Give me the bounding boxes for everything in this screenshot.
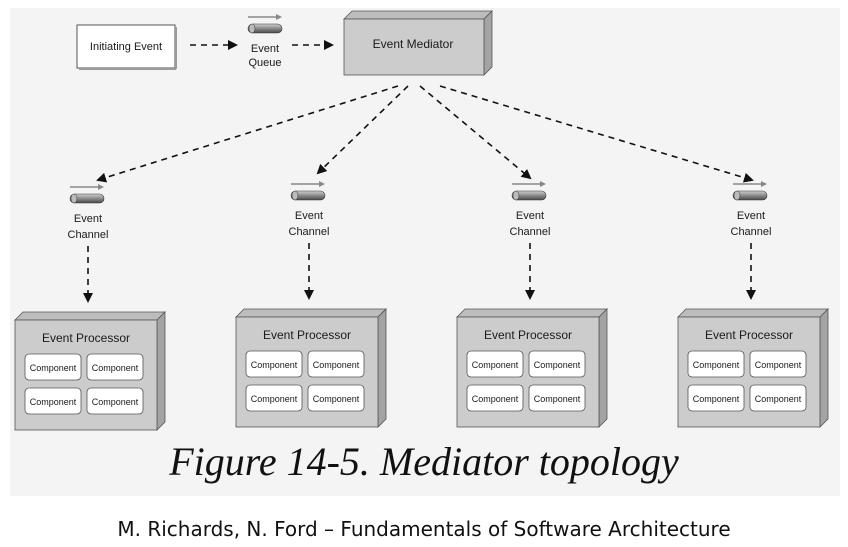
component-box: Component bbox=[86, 353, 144, 381]
event-channel-label-line2: Channel bbox=[510, 226, 551, 238]
component-box: Component bbox=[749, 384, 807, 412]
initiating-event-node: Initiating Event bbox=[76, 24, 177, 70]
component-label: Component bbox=[92, 397, 139, 407]
event-mediator-label: Event Mediator bbox=[373, 37, 454, 51]
component-box: Component bbox=[307, 350, 365, 378]
component-label: Component bbox=[251, 360, 298, 370]
component-box: Component bbox=[528, 350, 586, 378]
component-label: Component bbox=[30, 397, 77, 407]
event-processor-title: Event Processor bbox=[263, 328, 351, 342]
event-channel-label-line1: Event bbox=[74, 213, 102, 225]
component-box: Component bbox=[466, 384, 524, 412]
arrow-mediator-to-channel-3 bbox=[419, 85, 532, 180]
component-label: Component bbox=[693, 394, 740, 404]
component-label: Component bbox=[472, 394, 519, 404]
component-box: Component bbox=[245, 384, 303, 412]
component-box: Component bbox=[749, 350, 807, 378]
event-channel-label-line1: Event bbox=[516, 210, 544, 222]
event-queue-pipe-icon bbox=[247, 14, 283, 34]
component-box: Component bbox=[24, 353, 82, 381]
arrow-mediator-to-channel-4 bbox=[439, 85, 754, 183]
arrow-mediator-to-channel-2 bbox=[316, 85, 409, 175]
component-label: Component bbox=[534, 360, 581, 370]
arrow-mediator-to-channel-1 bbox=[96, 85, 399, 183]
event-channel-label-line2: Channel bbox=[731, 226, 772, 238]
event-channel-label-line2: Channel bbox=[68, 229, 109, 241]
mediator-topology-diagram: Initiating Event Event Queue Event Media… bbox=[14, 10, 829, 431]
component-label: Component bbox=[313, 360, 360, 370]
event-processor-title: Event Processor bbox=[484, 328, 572, 342]
event-processor-title: Event Processor bbox=[42, 331, 130, 345]
initiating-event-label: Initiating Event bbox=[90, 41, 162, 53]
component-label: Component bbox=[92, 363, 139, 373]
component-box: Component bbox=[245, 350, 303, 378]
event-channel-pipe-icon bbox=[290, 181, 326, 201]
event-queue-label-line1: Event bbox=[251, 43, 279, 55]
event-channel-label-line2: Channel bbox=[289, 226, 330, 238]
event-channel-label-line1: Event bbox=[295, 210, 323, 222]
component-box: Component bbox=[687, 384, 745, 412]
component-label: Component bbox=[534, 394, 581, 404]
component-label: Component bbox=[755, 394, 802, 404]
event-queue-label-line2: Queue bbox=[248, 57, 281, 69]
event-channel-pipe-icon bbox=[69, 184, 105, 204]
component-box: Component bbox=[466, 350, 524, 378]
component-box: Component bbox=[24, 387, 82, 415]
event-channel-label-line1: Event bbox=[737, 210, 765, 222]
component-box: Component bbox=[307, 384, 365, 412]
event-channel-pipe-icon bbox=[511, 181, 547, 201]
source-credit: M. Richards, N. Ford – Fundamentals of S… bbox=[117, 517, 731, 541]
component-label: Component bbox=[755, 360, 802, 370]
component-label: Component bbox=[30, 363, 77, 373]
component-box: Component bbox=[86, 387, 144, 415]
component-label: Component bbox=[313, 394, 360, 404]
component-label: Component bbox=[693, 360, 740, 370]
component-label: Component bbox=[251, 394, 298, 404]
component-box: Component bbox=[528, 384, 586, 412]
figure-caption: Figure 14-5. Mediator topology bbox=[169, 439, 679, 484]
event-mediator-node: Event Mediator bbox=[343, 10, 493, 76]
component-label: Component bbox=[472, 360, 519, 370]
event-processor-title: Event Processor bbox=[705, 328, 793, 342]
event-channel-pipe-icon bbox=[732, 181, 768, 201]
component-box: Component bbox=[687, 350, 745, 378]
